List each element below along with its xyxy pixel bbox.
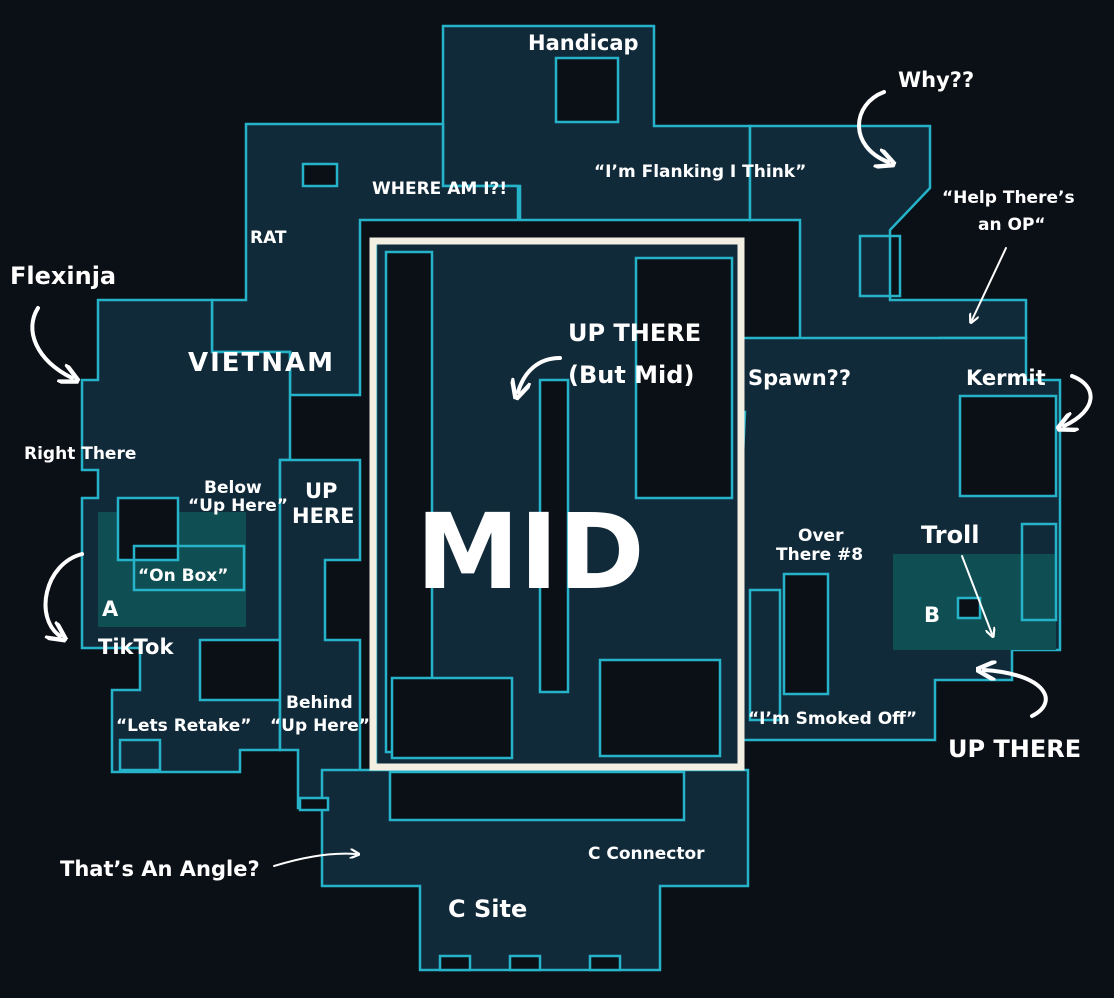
label-up-there-mid-line1: UP THERE — [568, 319, 701, 347]
label-up-here-line2: HERE — [292, 504, 354, 528]
curved-arrow-icon — [857, 90, 888, 162]
label-lets-retake: “Lets Retake” — [116, 716, 251, 736]
label-c-connector: C Connector — [588, 844, 705, 864]
label-over-there-line2: There #8 — [776, 545, 863, 565]
mid-bottom-void-2 — [598, 658, 722, 758]
label-behind-line2: “Up Here” — [270, 716, 370, 736]
handicap-box — [554, 56, 620, 124]
label-thats-an-angle: That’s An Angle? — [60, 857, 260, 881]
label-on-box: “On Box” — [138, 566, 228, 586]
label-rat: RAT — [250, 228, 287, 248]
curved-arrow-icon — [518, 356, 562, 392]
label-kermit: Kermit — [966, 366, 1046, 390]
left-notch — [298, 796, 330, 812]
label-spawn: Spawn?? — [748, 366, 851, 390]
label-up-there-mid-line2: (But Mid) — [568, 361, 694, 389]
smoked-void — [782, 572, 830, 696]
label-below-line1: Below — [204, 478, 262, 498]
c-bottom-slot-1 — [438, 954, 472, 972]
label-over-there-line1: Over — [798, 526, 844, 546]
straight-arrow-icon — [972, 247, 1007, 320]
mid-bottom-void — [390, 676, 514, 760]
mid-void-center — [538, 378, 570, 694]
c-bottom-slot-2 — [508, 954, 542, 972]
label-help-op-line1: “Help There’s — [942, 188, 1075, 208]
on-box — [132, 544, 246, 592]
label-a-site: A — [102, 597, 119, 621]
label-flexinja: Flexinja — [10, 262, 116, 290]
label-vietnam: VIETNAM — [188, 348, 335, 378]
c-conn-void — [388, 770, 686, 822]
label-b-site: B — [924, 603, 940, 627]
label-handicap: Handicap — [528, 31, 639, 55]
label-right-there: Right There — [24, 444, 136, 464]
straight-arrow-icon — [273, 854, 356, 867]
rat-box — [301, 162, 339, 188]
label-tiktok: TikTok — [98, 635, 174, 659]
left-stair-1 — [118, 738, 162, 772]
label-why: Why?? — [898, 68, 974, 92]
label-mid: MID — [416, 491, 645, 613]
label-below-line2: “Up Here” — [188, 496, 288, 516]
b-wall — [1020, 522, 1058, 622]
lower-left-area — [278, 458, 362, 810]
label-smoked-off: “I’m Smoked Off” — [748, 709, 917, 729]
label-where-am-i: WHERE AM I?! — [372, 179, 507, 199]
b-void — [958, 394, 1058, 498]
c-bottom-slot-3 — [588, 954, 622, 972]
b-box — [956, 596, 982, 620]
curved-arrow-icon — [43, 552, 84, 636]
label-up-here-line1: UP — [305, 479, 337, 503]
curved-arrow-icon — [984, 670, 1048, 718]
curved-arrow-icon — [1064, 374, 1093, 426]
map-obstacles — [116, 56, 1058, 972]
straight-arrow-icon — [961, 555, 992, 634]
label-up-there-b: UP THERE — [948, 735, 1081, 763]
label-behind-line1: Behind — [286, 693, 353, 713]
annotation-thin-arrows — [273, 247, 1007, 867]
spawn-void — [858, 234, 902, 298]
label-help-op-line2: an OP“ — [978, 215, 1046, 235]
curved-arrow-icon — [30, 306, 72, 378]
annotation-arrows — [30, 90, 1093, 718]
label-c-site: C Site — [448, 895, 527, 923]
b-left-void — [748, 588, 782, 722]
a-box — [116, 496, 180, 562]
mid-void-right — [634, 256, 734, 500]
label-troll: Troll — [921, 521, 980, 549]
map-labels: Handicap Why?? “I’m Flanking I Think” WH… — [10, 31, 1081, 923]
label-flanking: “I’m Flanking I Think” — [594, 162, 806, 182]
mid-frame — [369, 237, 745, 771]
